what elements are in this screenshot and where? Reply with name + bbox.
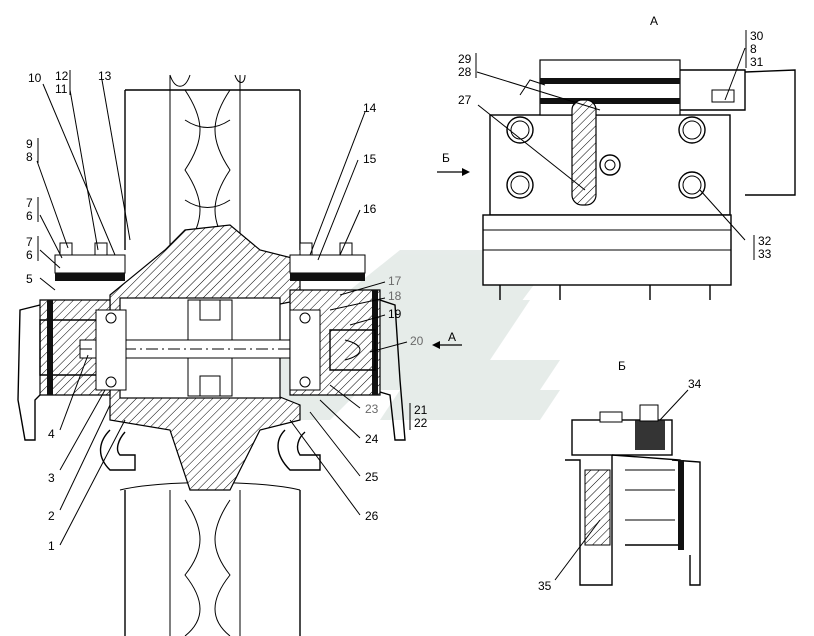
callout-28: 28	[458, 65, 472, 79]
view-a-title: А	[650, 14, 658, 28]
callout-11: 11	[55, 82, 68, 96]
callout-10: 10	[28, 71, 42, 85]
callout-5: 5	[26, 272, 33, 286]
main-section-view	[17, 74, 406, 636]
callout-8b: 8	[750, 42, 757, 56]
leader-lines-main	[36, 79, 408, 546]
view-b-detail	[565, 404, 701, 586]
leader-lines-view-a	[476, 47, 746, 241]
callout-32: 32	[758, 234, 772, 248]
callout-33: 33	[758, 247, 772, 261]
callout-8: 8	[26, 150, 33, 164]
callout-7b: 7	[26, 235, 33, 249]
callout-35: 35	[538, 579, 552, 593]
view-arrow-b	[437, 168, 470, 176]
callout-18: 18	[388, 289, 402, 303]
view-arrow-a	[432, 341, 462, 349]
leader-lines-view-b	[554, 389, 689, 581]
callout-16: 16	[363, 202, 377, 216]
callout-29: 29	[458, 52, 472, 66]
callout-24: 24	[365, 432, 379, 446]
callout-22: 22	[414, 416, 428, 430]
callout-14: 14	[363, 101, 377, 115]
callout-7a: 7	[26, 196, 33, 210]
callout-12: 12	[55, 69, 69, 83]
callout-23: 23	[365, 402, 379, 416]
callout-6a: 6	[26, 209, 33, 223]
arrow-b-label: Б	[442, 151, 450, 165]
callout-20: 20	[410, 334, 424, 348]
callout-9: 9	[26, 137, 33, 151]
callout-31: 31	[750, 55, 764, 69]
view-a-detail	[482, 59, 796, 300]
callout-4: 4	[48, 427, 55, 441]
callout-27: 27	[458, 93, 472, 107]
callout-21: 21	[414, 403, 428, 417]
callout-labels: 10 12 11 13 9 8 7 6 7 6 5 4 3 2 1 14 15 …	[26, 29, 772, 593]
callout-6b: 6	[26, 248, 33, 262]
callout-30: 30	[750, 29, 764, 43]
view-b-title: Б	[618, 359, 626, 373]
callout-34: 34	[688, 377, 702, 391]
callout-15: 15	[363, 152, 377, 166]
callout-3: 3	[48, 471, 55, 485]
callout-17: 17	[388, 274, 402, 288]
callout-13: 13	[98, 69, 112, 83]
arrow-a-label: А	[448, 330, 456, 344]
callout-1: 1	[48, 539, 55, 553]
callout-19: 19	[388, 307, 402, 321]
callout-25: 25	[365, 470, 379, 484]
callout-2: 2	[48, 509, 55, 523]
callout-26: 26	[365, 509, 379, 523]
